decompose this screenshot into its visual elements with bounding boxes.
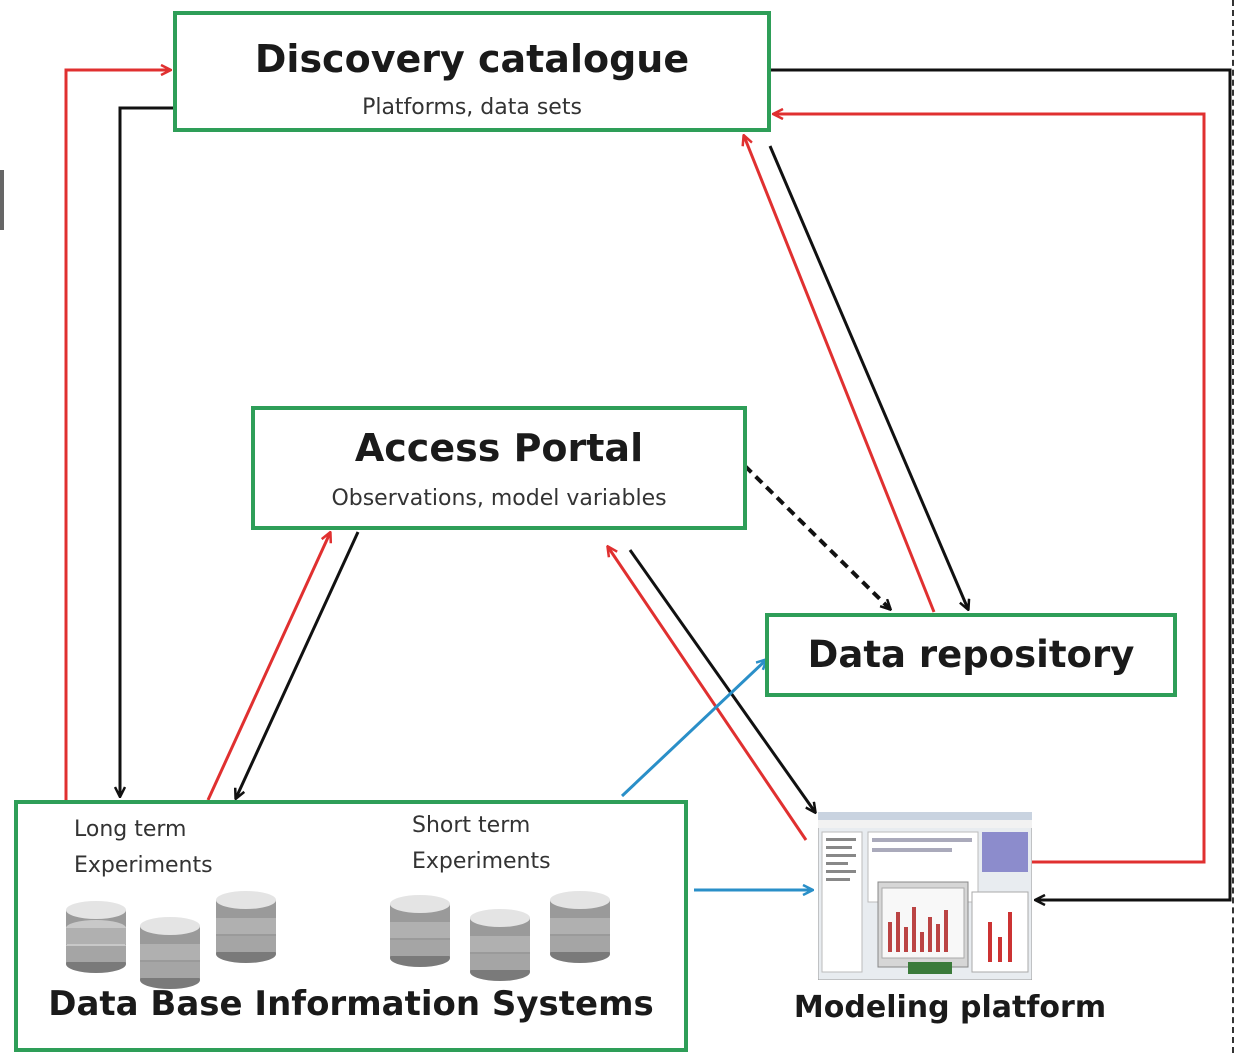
short-term-experiments-label: Short term Experiments — [412, 813, 551, 874]
long-term-experiments-label: Long term Experiments — [74, 817, 213, 878]
modeling-platform-label: Modeling platform — [793, 990, 1107, 1025]
edge-mark — [0, 170, 4, 230]
arrow-portal-to-modeling — [628, 549, 815, 812]
arrow-dbis-to-portal — [206, 533, 330, 801]
arrow-dbis-to-catalogue — [64, 70, 170, 800]
database-icon — [470, 909, 530, 981]
data-repository-box: Data repository — [765, 613, 1177, 697]
arrow-repository-to-catalogue — [744, 136, 936, 613]
discovery-catalogue-subtitle: Platforms, data sets — [362, 95, 582, 120]
arrow-portal-to-dbis — [236, 531, 360, 798]
database-icon — [140, 917, 200, 989]
discovery-catalogue-box: Discovery catalogue Platforms, data sets — [173, 11, 771, 132]
access-portal-subtitle: Observations, model variables — [331, 486, 667, 511]
access-portal-title: Access Portal — [354, 426, 644, 470]
access-portal-box: Access Portal Observations, model variab… — [251, 406, 747, 530]
arrow-portal-to-repository — [743, 464, 890, 609]
data-base-information-systems-title: Data Base Information Systems — [48, 984, 654, 1024]
arrow-catalogue-to-repository — [768, 145, 968, 609]
dashed-border — [1232, 0, 1234, 1053]
arrow-dbis-to-repository — [620, 660, 766, 798]
arrow-modeling-to-portal — [608, 547, 808, 841]
arrow-modeling-to-catalogue — [774, 114, 1206, 864]
database-icon — [216, 891, 276, 963]
arrow-catalogue-to-dbis — [120, 106, 175, 796]
discovery-catalogue-title: Discovery catalogue — [254, 37, 690, 81]
database-icon — [550, 891, 610, 963]
modeling-platform-screenshot — [818, 812, 1032, 980]
arrow-catalogue-to-modeling — [771, 68, 1232, 900]
data-repository-title: Data repository — [807, 633, 1135, 676]
data-base-information-systems-box: Long term Experiments Short term Experim… — [14, 800, 688, 1052]
database-icon — [390, 895, 450, 967]
database-icon — [66, 901, 126, 973]
